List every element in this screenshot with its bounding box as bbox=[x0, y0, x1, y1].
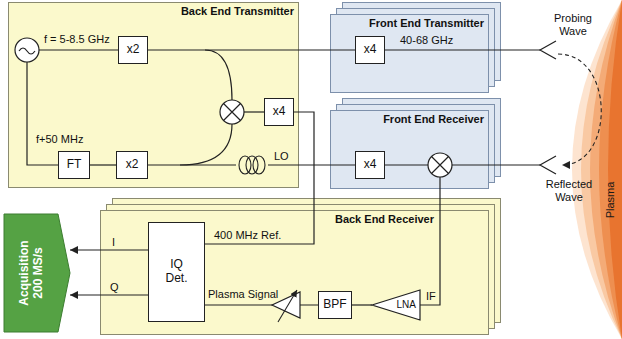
iq-detector-box: IQ Det. bbox=[148, 222, 205, 322]
connector bbox=[90, 164, 116, 165]
filter-box: BPF bbox=[318, 291, 352, 319]
panel-title: Front End Transmitter bbox=[369, 17, 484, 30]
multiplier-box: x4 bbox=[355, 151, 385, 179]
fiber-coil-symbol bbox=[239, 156, 251, 174]
annotation-label: 40-68 GHz bbox=[400, 34, 453, 47]
panel-title: Front End Receiver bbox=[383, 113, 484, 126]
panel-fill bbox=[331, 15, 489, 93]
plasma-band bbox=[599, 0, 622, 339]
connector bbox=[70, 294, 148, 295]
multiplier-box: x4 bbox=[355, 36, 385, 64]
wire bbox=[385, 49, 540, 50]
wire bbox=[205, 50, 232, 100]
plasma-band bbox=[608, 0, 622, 339]
wire bbox=[39, 49, 118, 50]
wire bbox=[244, 111, 264, 112]
acquisition-outline bbox=[4, 214, 70, 332]
annotation-label: Probing Wave bbox=[544, 12, 602, 38]
variable-amplifier-symbol bbox=[278, 290, 297, 322]
box-label: FT bbox=[67, 158, 82, 172]
multiplier-box: x2 bbox=[118, 36, 148, 64]
fiber-coil-symbol bbox=[253, 156, 265, 174]
mixer-symbol bbox=[224, 104, 241, 121]
mixer-symbol bbox=[432, 157, 449, 174]
amplifier-outline bbox=[372, 290, 420, 320]
acquisition-block: Acquisition 200 MS/s bbox=[4, 214, 70, 332]
wire bbox=[452, 164, 540, 165]
plasma-region-shape bbox=[570, 0, 622, 339]
wire bbox=[27, 62, 58, 165]
plasma-band bbox=[572, 0, 622, 339]
frequency-tuner-box: FT bbox=[58, 151, 90, 179]
signal-label: 400 MHz Ref. bbox=[214, 229, 281, 242]
plasma-region: Plasma bbox=[570, 0, 622, 339]
signal-label: LO bbox=[274, 150, 289, 163]
receiver-panel: Back End Receiver IQ Det. BPF LNA bbox=[100, 210, 488, 334]
box-label: BPF bbox=[323, 298, 346, 312]
panel-fill bbox=[331, 111, 489, 189]
wire bbox=[180, 124, 232, 165]
front-end-panel: Front End Receiver x4 bbox=[330, 110, 488, 188]
panel-title: Back End Transmitter bbox=[181, 5, 294, 18]
antenna-symbol bbox=[540, 156, 556, 174]
connector bbox=[352, 304, 372, 305]
panel-fill bbox=[9, 3, 299, 188]
antenna-symbol bbox=[540, 41, 556, 59]
panel-fill bbox=[101, 211, 489, 335]
wire bbox=[385, 164, 428, 165]
box-label: x4 bbox=[364, 158, 377, 172]
mixer-symbol bbox=[428, 153, 452, 177]
annotation-label: f+50 MHz bbox=[36, 133, 83, 146]
fiber-coil-symbol bbox=[236, 154, 268, 176]
connector bbox=[205, 112, 314, 244]
oscillator-symbol bbox=[15, 38, 39, 62]
acquisition-label: Acquisition 200 MS/s bbox=[17, 231, 45, 315]
plasma-label: Plasma bbox=[604, 182, 617, 219]
connector bbox=[70, 249, 148, 250]
amplifier-triangle: LNA bbox=[372, 290, 420, 320]
plasma-band bbox=[581, 0, 622, 339]
signal-label: I bbox=[112, 236, 115, 249]
plasma-band bbox=[590, 0, 622, 339]
box-label: IQ Det. bbox=[160, 258, 194, 286]
annotation-label: IF bbox=[426, 290, 436, 303]
connector bbox=[205, 304, 318, 305]
fiber-coil-symbol bbox=[246, 156, 258, 174]
multiplier-box: x2 bbox=[116, 151, 148, 179]
transmitter-panel: Back End Transmitter x2 x4FT x2 bbox=[8, 2, 298, 187]
wire bbox=[420, 177, 440, 305]
panel-title: Back End Receiver bbox=[335, 213, 434, 226]
annotation-label: f = 5-8.5 GHz bbox=[44, 33, 110, 46]
front-end-panel: Front End Transmitter x4 bbox=[330, 14, 488, 92]
box-label: x4 bbox=[364, 43, 377, 57]
box-label: x4 bbox=[273, 105, 286, 119]
box-label: x2 bbox=[126, 158, 139, 172]
connector bbox=[148, 49, 355, 50]
signal-label: Plasma Signal bbox=[208, 288, 278, 301]
annotation-label: Reflected Wave bbox=[538, 178, 600, 204]
signal-label: Q bbox=[110, 281, 119, 294]
mixer-symbol bbox=[220, 100, 244, 124]
oscillator-symbol bbox=[19, 48, 35, 54]
amplifier-label: LNA bbox=[397, 299, 416, 311]
multiplier-box: x4 bbox=[264, 98, 294, 126]
box-label: x2 bbox=[127, 43, 140, 57]
